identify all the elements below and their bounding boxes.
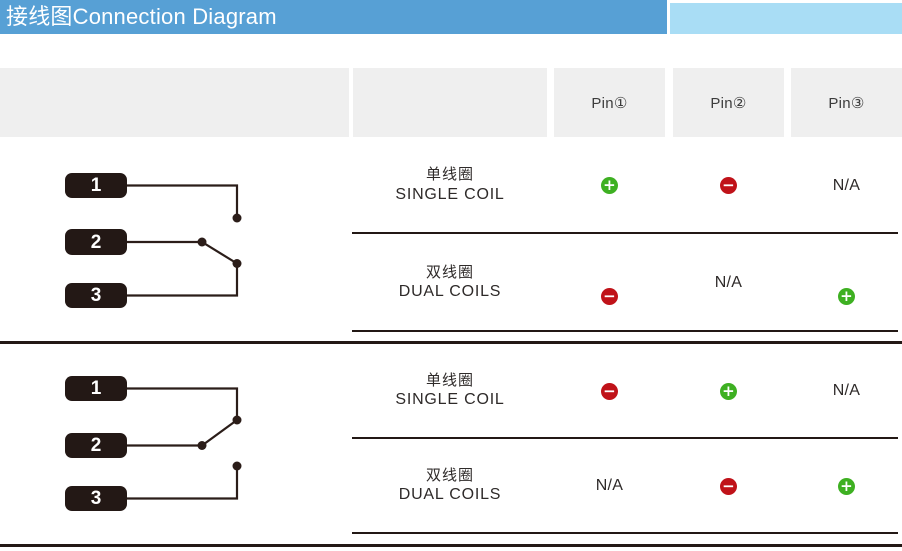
group-separator <box>0 341 902 344</box>
section-title-bar: 接线图Connection Diagram <box>0 0 667 34</box>
table-row: 单线圈 SINGLE COIL − + N/A <box>0 344 902 438</box>
header-cell-diagram <box>0 68 349 137</box>
row-label-zh: 单线圈 <box>425 371 474 389</box>
negative-icon: − <box>601 382 618 400</box>
row-divider <box>352 437 898 439</box>
row-label-en: DUAL COILS <box>398 486 502 504</box>
row-divider <box>352 330 898 332</box>
pin1-value: − <box>554 235 665 331</box>
pin2-terminal <box>65 433 127 458</box>
pin2-value: − <box>673 439 784 533</box>
pin2-value: N/A <box>673 235 784 331</box>
header-cell-pin3: Pin③ <box>791 68 902 137</box>
na-text: N/A <box>714 274 743 291</box>
pin2-label: 2 <box>91 232 102 253</box>
negative-icon: − <box>720 477 737 495</box>
pin3-terminal <box>65 283 127 308</box>
row-label-zh: 双线圈 <box>425 466 474 484</box>
pin3-terminal <box>65 486 127 511</box>
section-title: 接线图Connection Diagram <box>6 4 277 29</box>
row-label-en: DUAL COILS <box>398 283 502 301</box>
wiring-diagram-group1: 1 2 3 <box>65 173 242 308</box>
pin3-label: 3 <box>91 285 102 306</box>
pin1-value: + <box>554 137 665 234</box>
pin3-label: 3 <box>91 488 102 509</box>
pin3-value: + <box>791 439 902 533</box>
table-row: 双线圈 DUAL COILS − N/A + <box>0 235 902 331</box>
na-text: N/A <box>832 176 861 194</box>
pin2-terminal <box>65 229 127 255</box>
pin3-value: N/A <box>791 137 902 234</box>
table-row: 双线圈 DUAL COILS N/A − + <box>0 439 902 533</box>
header-cell-coil-type <box>353 68 547 137</box>
wiring-diagram-group2: 1 2 3 <box>65 376 242 511</box>
row-label-zh: 单线圈 <box>425 166 474 184</box>
group-separator <box>0 544 902 547</box>
row-divider <box>352 232 898 234</box>
pin1-value: − <box>554 344 665 438</box>
row-label-en: SINGLE COIL <box>395 391 505 409</box>
negative-icon: − <box>601 287 618 305</box>
positive-icon: + <box>601 177 618 194</box>
positive-icon: + <box>838 477 855 495</box>
pin3-value: N/A <box>791 344 902 438</box>
na-text: N/A <box>832 382 861 399</box>
row-label-zh: 双线圈 <box>425 263 474 281</box>
row-label-en: SINGLE COIL <box>395 185 505 203</box>
na-text: N/A <box>595 477 624 494</box>
pin3-value: + <box>791 235 902 331</box>
pin1-label: 1 <box>91 175 102 196</box>
pin2-value: − <box>673 137 784 234</box>
row-label: 双线圈 DUAL COILS <box>353 235 547 331</box>
row-label: 单线圈 SINGLE COIL <box>353 344 547 438</box>
row-label: 双线圈 DUAL COILS <box>353 439 547 533</box>
positive-icon: + <box>838 287 855 305</box>
negative-icon: − <box>720 177 737 194</box>
header-cell-pin2: Pin② <box>673 68 784 137</box>
header-cell-pin1: Pin① <box>554 68 665 137</box>
pin1-terminal <box>65 173 127 198</box>
pin1-label: 1 <box>91 378 102 399</box>
pin1-value: N/A <box>554 439 665 533</box>
title-bar-accent <box>670 3 902 34</box>
table-row: 单线圈 SINGLE COIL + − N/A <box>0 137 902 234</box>
pin2-value: + <box>673 344 784 438</box>
pin2-label: 2 <box>91 435 102 456</box>
row-divider <box>352 532 898 534</box>
positive-icon: + <box>720 382 737 400</box>
pin1-terminal <box>65 376 127 401</box>
row-label: 单线圈 SINGLE COIL <box>353 137 547 234</box>
